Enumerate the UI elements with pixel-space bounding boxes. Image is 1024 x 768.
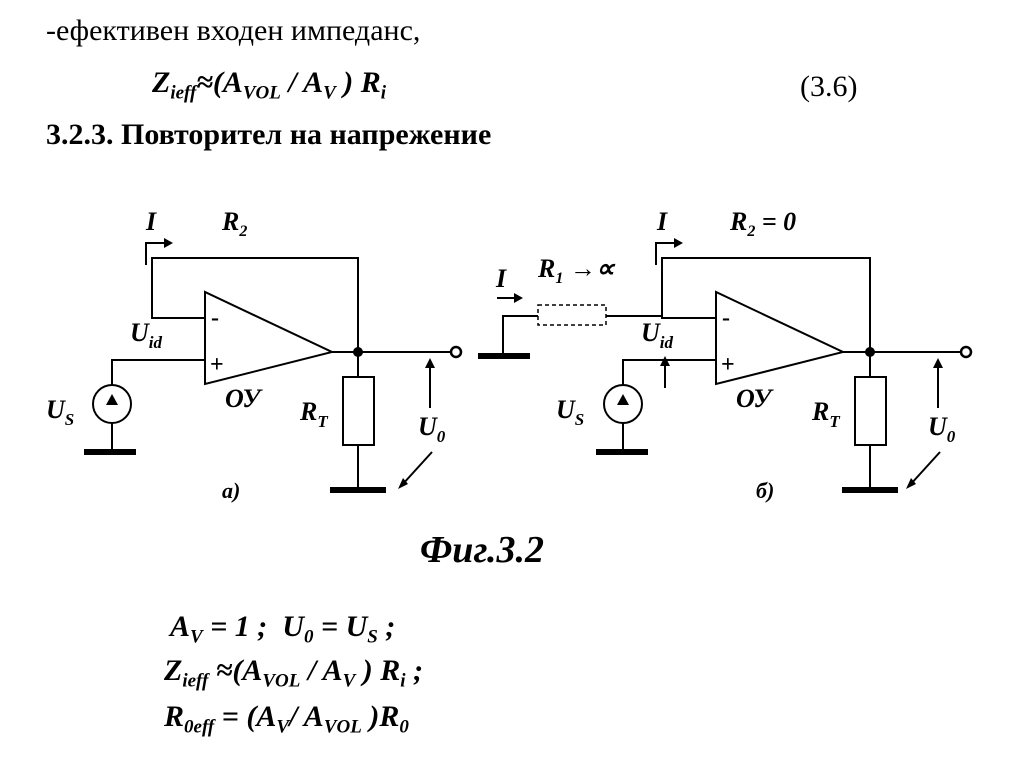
label-b-uid: Uid [641, 318, 674, 352]
ground-b-right [842, 487, 898, 493]
intro-text: -ефективен входен импеданс, [46, 14, 421, 47]
output-terminal-a [449, 345, 463, 359]
label-a-current: I [145, 207, 157, 236]
resistor-r1-b [537, 304, 607, 326]
equation-output-resistance: R0eff = (AV/ AVOL )R0 [164, 700, 409, 738]
label-b-current-top: I [656, 207, 668, 236]
resistor-rt-b [854, 376, 887, 446]
ground-b-left [596, 449, 648, 455]
label-a-u0: U0 [418, 412, 446, 446]
ground-b-input [478, 353, 530, 359]
section-heading: 3.2.3. Повторител на напрежение [46, 118, 492, 151]
ground-a-left [84, 449, 136, 455]
junction-a [353, 347, 363, 357]
circuit-a-wires [111, 257, 450, 488]
label-a-opamp: ОУ [225, 384, 263, 413]
label-b-r2: R2 = 0 [729, 207, 796, 240]
label-a-minus: - [211, 305, 219, 331]
label-b-minus: - [722, 305, 730, 331]
label-b-current-input: I [495, 264, 507, 293]
resistor-rt-a [342, 376, 375, 446]
source-b [603, 384, 643, 424]
equation-input-impedance: Zieff ≈(AVOL / AV ) Ri ; [164, 654, 424, 692]
label-b-plus: + [721, 352, 735, 378]
label-a-us: US [46, 395, 74, 429]
label-a-uid: Uid [130, 318, 163, 352]
label-b-us: US [556, 395, 584, 429]
output-terminal-b [959, 345, 973, 359]
figure-caption: Фиг.3.2 [420, 529, 544, 571]
ground-a-right [330, 487, 386, 493]
opamp-b [715, 290, 846, 386]
label-b-opamp: ОУ [736, 384, 774, 413]
label-a-rt: RT [299, 397, 328, 431]
label-b-r1: R1 →∝ [537, 254, 616, 287]
label-b-u0: U0 [928, 412, 956, 446]
equation-number: (3.6) [800, 70, 858, 103]
source-a [92, 384, 132, 424]
label-a-plus: + [210, 352, 224, 378]
label-a-caption: а) [222, 478, 240, 503]
opamp-a [204, 290, 335, 386]
label-b-caption: б) [756, 478, 774, 503]
equation-3-6: Zieff≈(AVOL / AV ) Ri [152, 66, 387, 104]
label-a-r2: R2 [221, 207, 247, 240]
junction-b [865, 347, 875, 357]
label-b-rt: RT [811, 397, 840, 431]
equation-gain-output: AV = 1 ; U0 = US ; [170, 610, 396, 648]
